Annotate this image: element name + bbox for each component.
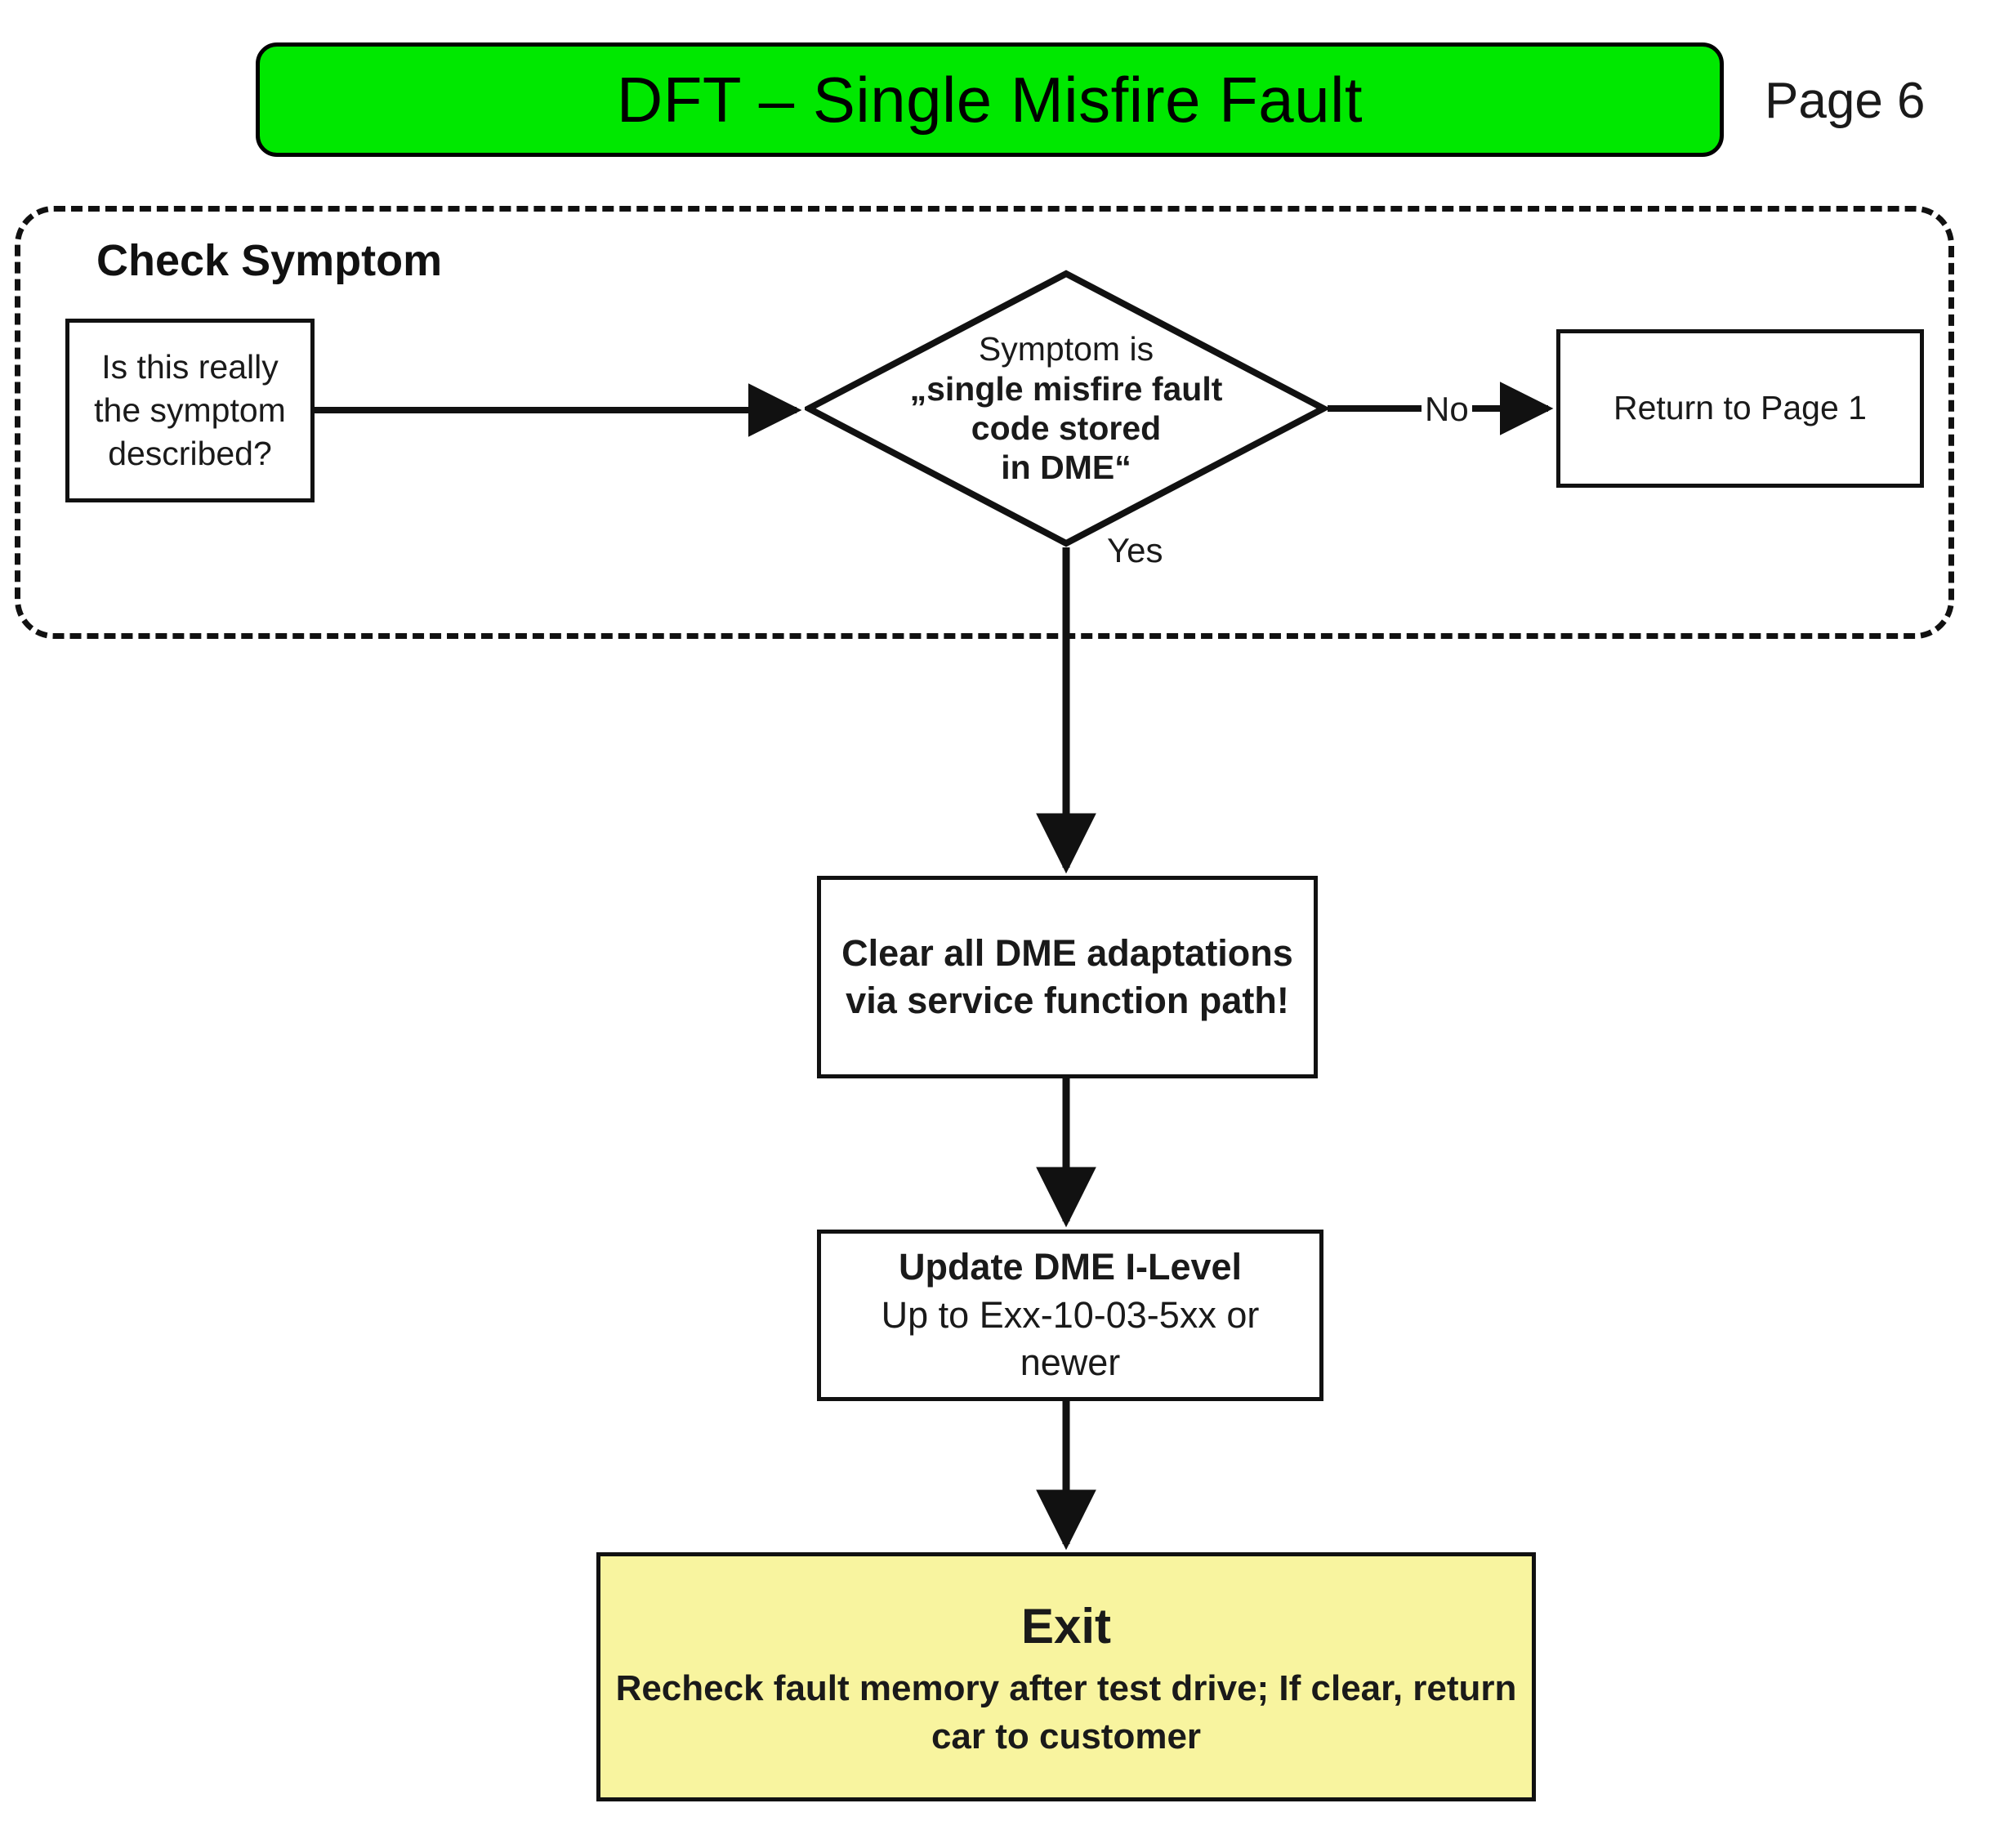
node-exit-title: Exit — [1020, 1598, 1112, 1654]
node-update-dme-ilevel-text: Update DME I-Level Up to Exx-10-03-5xx o… — [821, 1243, 1319, 1387]
page-number-label: Page 6 — [1765, 73, 1926, 129]
title-banner: DFT – Single Misfire Fault — [256, 42, 1724, 157]
node-exit-detail: Recheck fault memory after test drive; I… — [615, 1667, 1517, 1756]
edge-label-yes: Yes — [1107, 531, 1163, 569]
node-exit-text: Exit Recheck fault memory after test dri… — [600, 1593, 1532, 1761]
node-update-dme-ilevel[interactable]: Update DME I-Level Up to Exx-10-03-5xx o… — [817, 1230, 1323, 1401]
node-symptom-question-label: Is this really the symptom described? — [94, 347, 286, 473]
node-clear-dme-adaptations[interactable]: Clear all DME adaptations via service fu… — [817, 876, 1318, 1078]
node-return-to-page-1-label: Return to Page 1 — [1613, 389, 1867, 427]
node-update-dme-ilevel-title: Update DME I-Level — [898, 1246, 1243, 1288]
decision-diamond-shape — [805, 270, 1328, 547]
node-decision-misfire-code[interactable]: Symptom is „single misfire fault code st… — [805, 270, 1328, 547]
node-exit[interactable]: Exit Recheck fault memory after test dri… — [596, 1552, 1536, 1801]
check-symptom-group — [15, 206, 1954, 639]
check-symptom-group-title: Check Symptom — [96, 236, 443, 285]
page-title: DFT – Single Misfire Fault — [616, 63, 1364, 136]
node-update-dme-ilevel-detail: Up to Exx-10-03-5xx or newer — [881, 1293, 1260, 1384]
node-symptom-question[interactable]: Is this really the symptom described? — [65, 319, 315, 502]
node-return-to-page-1[interactable]: Return to Page 1 — [1556, 329, 1924, 488]
edge-label-no: No — [1422, 390, 1472, 429]
node-clear-dme-adaptations-label: Clear all DME adaptations via service fu… — [841, 931, 1293, 1022]
